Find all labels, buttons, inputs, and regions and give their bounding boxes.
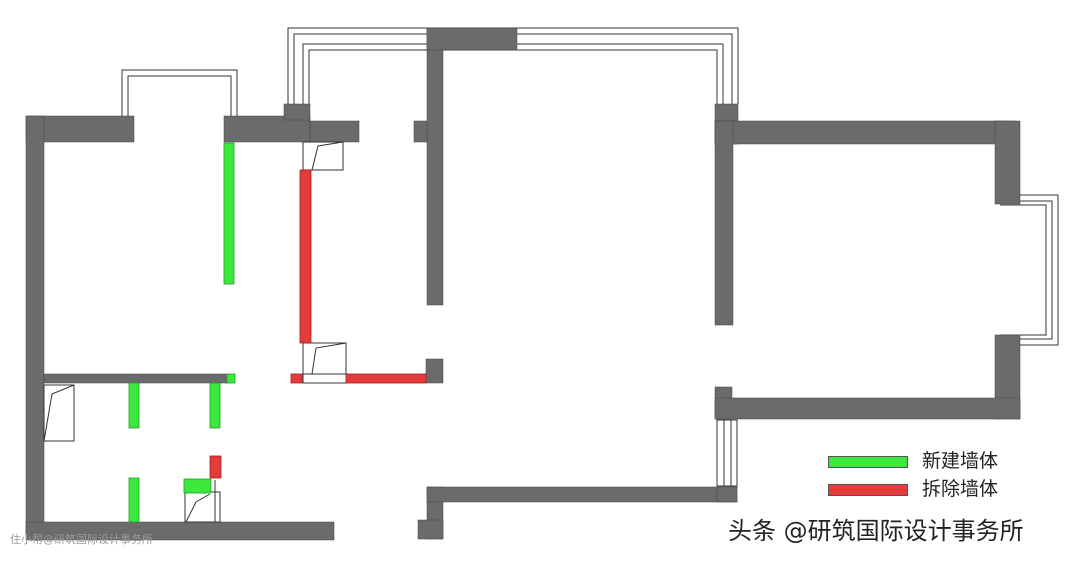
opening-frame bbox=[302, 373, 348, 384]
removed-wall-swatch bbox=[828, 484, 908, 496]
door-frame bbox=[302, 342, 347, 375]
watermark-text: 住小帮@研筑国际设计事务所 bbox=[10, 533, 153, 546]
existing-walls bbox=[25, 27, 1021, 541]
balcony-right bbox=[1000, 194, 1059, 346]
door-frame bbox=[302, 141, 344, 171]
credit-text: 头条 @研筑国际设计事务所 bbox=[728, 517, 1024, 545]
removed-wall-label: 拆除墙体 bbox=[922, 478, 999, 500]
new-wall-label: 新建墙体 bbox=[922, 450, 999, 472]
door-frame bbox=[184, 491, 221, 523]
removed-walls bbox=[209, 169, 427, 479]
balcony-top-left bbox=[121, 69, 238, 116]
window-lower-right bbox=[716, 419, 738, 487]
new-wall-swatch bbox=[828, 456, 908, 468]
new-walls bbox=[128, 142, 236, 523]
doors bbox=[43, 141, 348, 523]
